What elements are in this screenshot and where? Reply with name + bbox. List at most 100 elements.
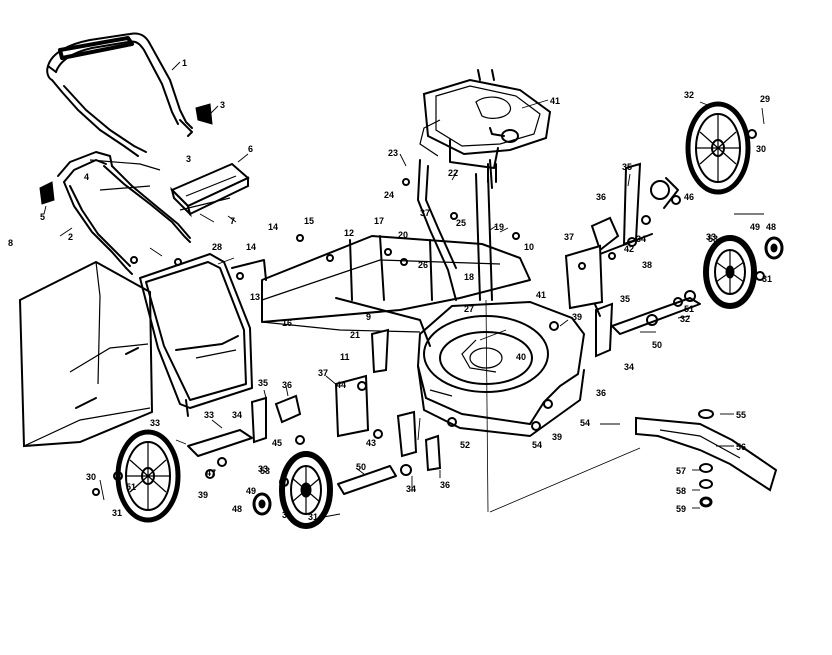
height-rod <box>417 159 457 301</box>
callout: 26 <box>418 260 428 270</box>
blade-hardware <box>698 409 714 508</box>
callout: 37 <box>318 368 328 378</box>
callout: 12 <box>344 228 354 238</box>
callout: 49 <box>750 222 760 232</box>
callout: 23 <box>388 148 398 158</box>
callout: 36 <box>596 192 606 202</box>
callout: 33 <box>258 464 268 474</box>
callout: 33 <box>204 410 214 420</box>
callout: 13 <box>250 292 260 302</box>
left-height-bracket <box>187 328 442 495</box>
callout: 58 <box>676 486 686 496</box>
callout: 14 <box>246 242 256 252</box>
hubcap-left <box>252 492 272 516</box>
control-box <box>170 162 250 218</box>
callout: 41 <box>550 96 560 106</box>
mower-deck <box>416 300 586 437</box>
callout: 43 <box>366 438 376 448</box>
grass-catcher-frame <box>139 253 253 417</box>
callout: 29 <box>760 94 770 104</box>
callout: 36 <box>282 380 292 390</box>
callout: 54 <box>532 440 542 450</box>
callout: 34 <box>232 410 242 420</box>
callout: 1 <box>182 58 187 68</box>
callout: 33 <box>150 418 160 428</box>
callout: 20 <box>398 230 408 240</box>
callout: 44 <box>336 380 346 390</box>
callout: 53 <box>708 234 718 244</box>
callout: 56 <box>736 442 746 452</box>
callout: 5 <box>40 212 45 222</box>
callout: 59 <box>676 504 686 514</box>
callout: 54 <box>580 418 590 428</box>
chassis-frame <box>231 235 531 347</box>
callout: 35 <box>622 162 632 172</box>
callout: 3 <box>186 154 191 164</box>
callout: 7 <box>230 216 235 226</box>
callout: 17 <box>374 216 384 226</box>
callout: 41 <box>536 290 546 300</box>
callout: 45 <box>272 438 282 448</box>
callout: 32 <box>684 90 694 100</box>
callout: 16 <box>282 318 292 328</box>
callout: 35 <box>258 378 268 388</box>
small-hardware <box>92 129 765 496</box>
callout: 19 <box>494 222 504 232</box>
callout: 21 <box>350 330 360 340</box>
callout: 39 <box>552 432 562 442</box>
callout: 35 <box>620 294 630 304</box>
callout: 22 <box>448 168 458 178</box>
callout: 55 <box>736 410 746 420</box>
callout: 11 <box>340 352 350 362</box>
callout: 31 <box>308 512 318 522</box>
callout: 48 <box>766 222 776 232</box>
rear-wheel-left <box>115 429 181 523</box>
callout: 37 <box>564 232 574 242</box>
grass-bag <box>18 260 154 448</box>
callout: 8 <box>8 238 13 248</box>
callout: 52 <box>460 440 470 450</box>
callout: 33 <box>706 232 716 242</box>
callout: 28 <box>212 242 222 252</box>
callout: 46 <box>684 192 694 202</box>
front-wheel-right <box>703 235 757 309</box>
callout: 30 <box>756 144 766 154</box>
callout: 36 <box>596 388 606 398</box>
callout: 47 <box>206 468 216 478</box>
callout: 37 <box>420 208 430 218</box>
callout: 34 <box>624 362 634 372</box>
callout: 38 <box>642 260 652 270</box>
callout: 14 <box>268 222 278 232</box>
handle-knob-left <box>39 181 55 205</box>
callout: 50 <box>652 340 662 350</box>
front-wheel-center <box>279 451 333 529</box>
callout: 6 <box>248 144 253 154</box>
callout: 3 <box>220 100 225 110</box>
drive-shaft <box>475 173 493 301</box>
callout: 24 <box>384 190 394 200</box>
callout: 31 <box>762 274 772 284</box>
callout: 34 <box>406 484 416 494</box>
callout: 39 <box>198 490 208 500</box>
callout: 34 <box>636 234 646 244</box>
callout: 49 <box>246 486 256 496</box>
callout: 51 <box>684 304 694 314</box>
callout: 15 <box>304 216 314 226</box>
callout: 9 <box>366 312 371 322</box>
callout: 25 <box>456 218 466 228</box>
right-axle <box>564 233 701 335</box>
callout: 18 <box>464 272 474 282</box>
callout: 2 <box>68 232 73 242</box>
callout: 53 <box>260 466 270 476</box>
callout: 36 <box>440 480 450 490</box>
engine <box>419 69 552 189</box>
upper-handle <box>46 32 193 157</box>
callout: 51 <box>126 482 136 492</box>
callout: 40 <box>516 352 526 362</box>
callout: 39 <box>572 312 582 322</box>
rear-wheel-right <box>685 101 751 195</box>
blade <box>635 416 778 492</box>
callout: 31 <box>112 508 122 518</box>
callout: 4 <box>84 172 89 182</box>
